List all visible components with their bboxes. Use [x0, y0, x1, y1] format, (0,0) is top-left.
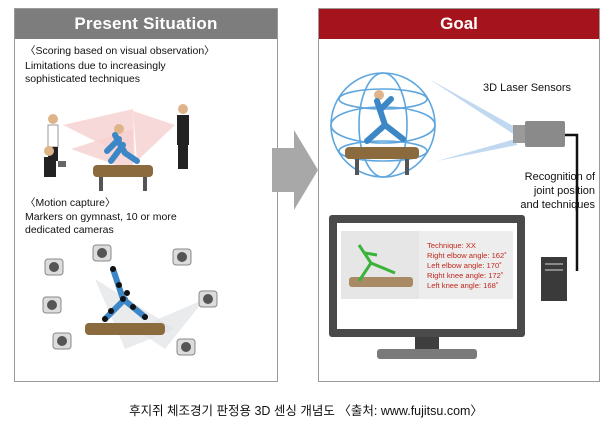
present-situation-panel: Present Situation 〈Scoring based on visu… — [14, 8, 278, 382]
camera-icon — [42, 296, 62, 314]
camera-icon — [172, 248, 192, 266]
judges-illustration — [44, 104, 189, 191]
screen-shadow — [419, 231, 513, 299]
gymnast-body — [364, 96, 406, 144]
horse-leg — [405, 159, 409, 175]
gymnast-head — [114, 124, 124, 134]
recognition-label-2: joint position — [533, 185, 595, 197]
motion-capture-title: 〈Motion capture〉 — [25, 197, 116, 209]
motion-capture-illustration — [42, 244, 218, 356]
figure-caption: 후지쥐 체조경기 판정용 3D 센싱 개념도 〈출처: www.fujitsu.… — [129, 404, 483, 418]
judge-sight-cone — [133, 111, 175, 161]
tablet-icon — [58, 161, 66, 167]
motion-capture-text-1: Markers on gymnast, 10 or more — [25, 211, 177, 223]
readout-technique: Technique: XX — [427, 241, 476, 250]
gymnast-head — [374, 90, 384, 100]
camera-field — [135, 299, 205, 349]
laser-sensing-illustration — [330, 72, 579, 271]
right-arrow-icon — [272, 130, 318, 210]
gymnast-body — [104, 132, 140, 164]
horse-leg — [143, 177, 147, 191]
screen-image-panel — [341, 231, 419, 299]
laser-beam — [437, 139, 517, 161]
judge-body — [44, 157, 56, 177]
camera-icon — [176, 338, 196, 356]
angle-readout: Technique: XX Right elbow angle: 162˚ Le… — [427, 241, 507, 291]
goal-panel: Goal 3D Laser Sensors Recognition of joi… — [318, 8, 600, 382]
judge-body — [47, 124, 59, 148]
horse-leg — [355, 159, 359, 175]
pommel-horse — [85, 323, 165, 335]
judge-head — [44, 146, 54, 156]
horse-leg — [99, 177, 103, 191]
camera-icon — [198, 290, 218, 308]
readout-left-knee: Left knee angle: 168˚ — [427, 281, 499, 290]
globe-wireframe — [330, 72, 436, 178]
recognition-label-3: and techniques — [520, 199, 595, 211]
camera-icon — [44, 258, 64, 276]
present-situation-header: Present Situation — [15, 9, 277, 39]
recognition-label-1: Recognition of — [524, 171, 595, 183]
laser-sensors-label: 3D Laser Sensors — [483, 82, 572, 94]
laser-beam — [429, 79, 515, 135]
readout-right-knee: Right knee angle: 172˚ — [427, 271, 504, 280]
tower-slot — [545, 263, 563, 265]
laser-sensor-device — [513, 121, 565, 147]
camera-icon — [52, 332, 72, 350]
visual-scoring-title: 〈Scoring based on visual observation〉 — [25, 45, 215, 57]
marker-dots — [102, 266, 148, 322]
monitor-neck — [415, 337, 439, 351]
pommel-horse — [93, 165, 153, 177]
judge-head — [178, 104, 188, 114]
pommel-horse — [345, 147, 419, 159]
judge-body — [177, 115, 189, 145]
goal-header: Goal — [319, 9, 599, 39]
skeleton-overlay — [357, 244, 396, 282]
visual-scoring-text-1: Limitations due to increasingly — [25, 60, 166, 72]
tower-slot — [545, 269, 563, 271]
monitor-display — [329, 215, 567, 359]
visual-scoring-text-2: sophisticated techniques — [25, 73, 140, 85]
judge-legs — [178, 145, 188, 169]
monitor-base — [377, 349, 477, 359]
screen-pommel-horse — [349, 277, 413, 287]
readout-right-elbow: Right elbow angle: 162˚ — [427, 251, 507, 260]
judge-head — [48, 114, 58, 124]
readout-left-elbow: Left elbow angle: 170˚ — [427, 261, 502, 270]
motion-capture-text-2: dedicated cameras — [25, 224, 114, 236]
camera-icon — [92, 244, 112, 262]
sensor-cable — [565, 133, 579, 271]
